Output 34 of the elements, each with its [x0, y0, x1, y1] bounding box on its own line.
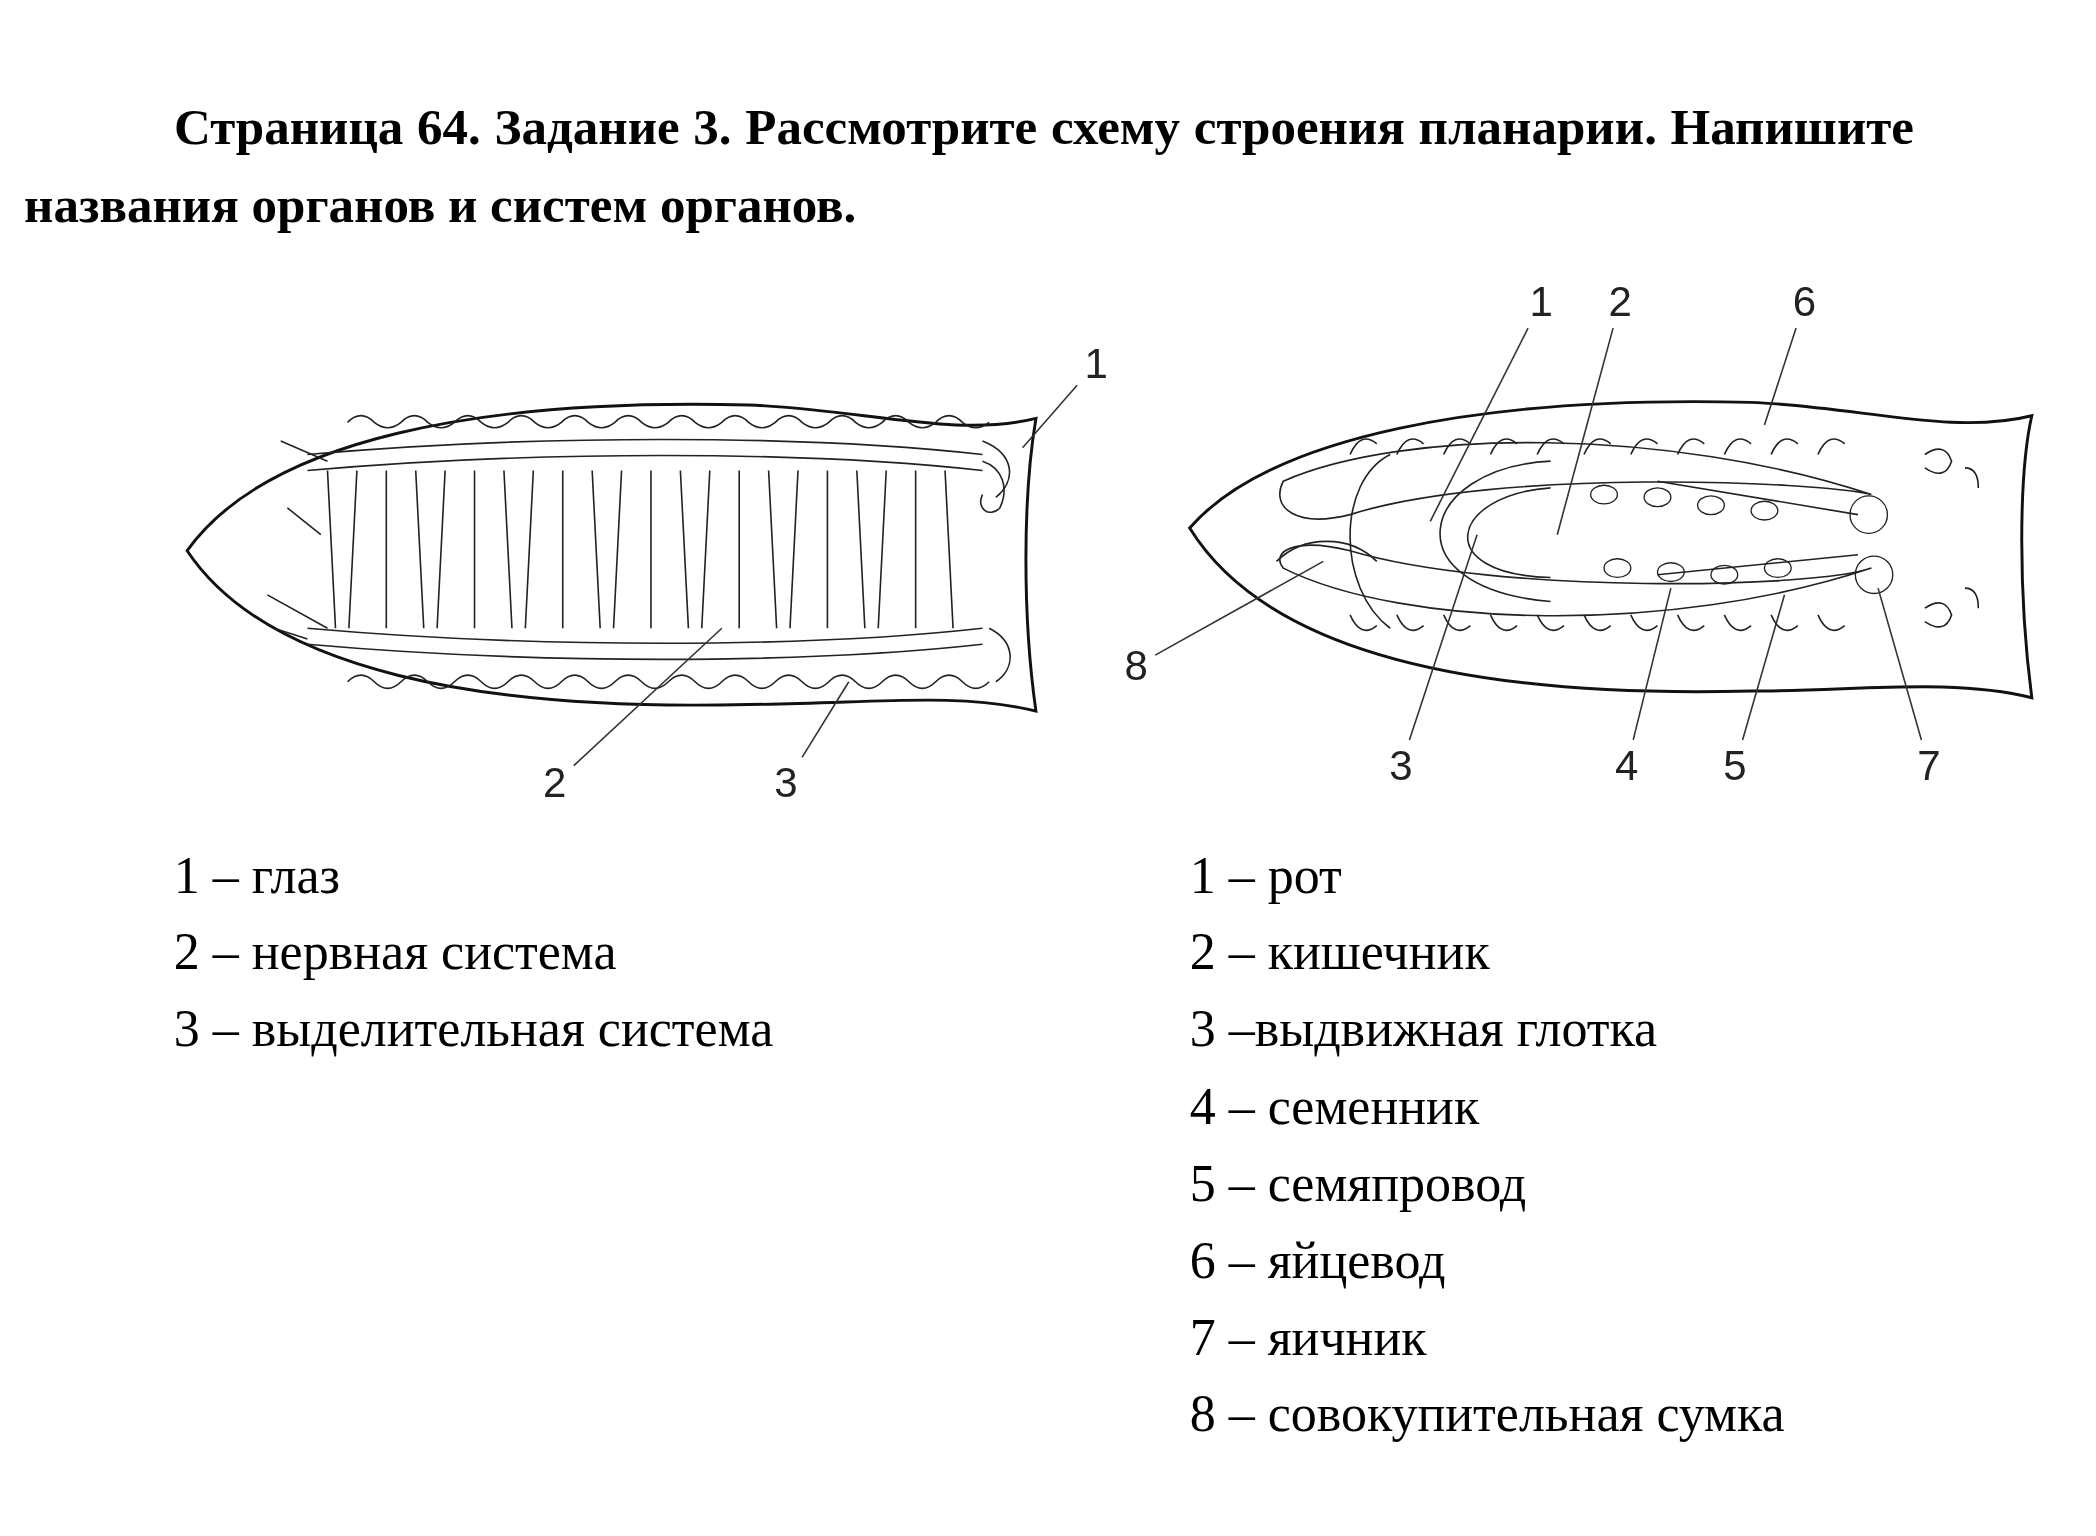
callout-number: 3	[1383, 741, 1418, 790]
leader-line	[1763, 327, 1797, 426]
leader-line	[1632, 587, 1672, 741]
callout-number: 8	[1119, 641, 1154, 690]
leader-line	[1741, 594, 1786, 741]
callout-number: 1	[1079, 339, 1114, 388]
callout-number: 7	[1911, 741, 1946, 790]
leader-line	[1021, 384, 1078, 449]
callout-number: 3	[768, 759, 803, 808]
leader-line	[572, 627, 723, 767]
callout-number: 6	[1787, 278, 1822, 327]
leader-line	[1877, 587, 1923, 741]
leader-line	[1408, 533, 1478, 741]
answer-text: 3 –выдвижная глотка	[1189, 999, 1657, 1060]
leader-line	[1556, 327, 1614, 536]
leader-line	[801, 680, 850, 759]
callout-number: 2	[1603, 278, 1638, 327]
callout-number: 5	[1718, 741, 1753, 790]
leader-line	[1154, 560, 1325, 656]
answer-text: 6 – яйцевод	[1189, 1230, 1446, 1291]
task-heading: Страница 64. Задание 3. Рассмотрите схему строения планарии. Напишите названия органов и систем органов.	[24, 98, 1914, 235]
answer-text: 8 – совокупительная сумка	[1189, 1384, 1785, 1445]
answer-text: 4 – семенник	[1189, 1076, 1480, 1137]
answer-text: 7 – яичник	[1189, 1308, 1427, 1369]
answer-text: 1 – глаз	[173, 845, 341, 906]
answer-text: 2 – нервная система	[173, 921, 617, 982]
answer-text: 2 – кишечник	[1189, 921, 1490, 982]
callout-number: 2	[537, 759, 572, 808]
answer-text: 3 – выделительная система	[173, 999, 774, 1060]
answer-text: 5 – семяпровод	[1189, 1154, 1527, 1215]
callout-number: 1	[1524, 278, 1559, 327]
leader-line	[1429, 327, 1529, 523]
answer-text: 1 – рот	[1189, 845, 1342, 906]
callout-number: 4	[1609, 741, 1644, 790]
